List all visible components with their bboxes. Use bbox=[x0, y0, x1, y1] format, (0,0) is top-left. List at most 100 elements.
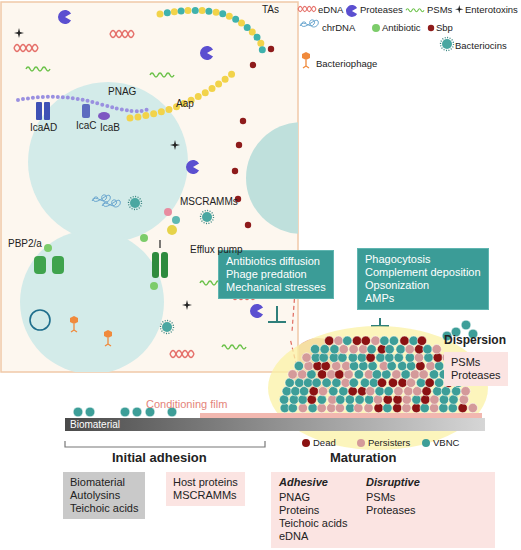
biofilm-cell bbox=[304, 361, 313, 370]
biofilm-cell bbox=[409, 336, 418, 345]
biofilm-cell bbox=[421, 395, 430, 404]
biofilm-cell bbox=[291, 387, 300, 396]
biofilm-cell bbox=[419, 370, 428, 379]
bacteriocin bbox=[129, 197, 142, 210]
biofilm-cell bbox=[420, 403, 429, 412]
biofilm-cell bbox=[374, 403, 383, 412]
biofilm-cell bbox=[298, 403, 307, 412]
biofilm-cell bbox=[389, 336, 398, 345]
legend-label: Bacteriophage bbox=[316, 58, 377, 69]
legend-label: VBNC bbox=[433, 437, 459, 448]
biofilm-cell bbox=[321, 361, 330, 370]
biofilm-cell bbox=[366, 387, 375, 396]
biofilm-cell bbox=[368, 361, 377, 370]
legend-label: Proteases bbox=[360, 4, 403, 15]
biofilm-cell bbox=[366, 353, 375, 362]
enterotoxin bbox=[182, 300, 192, 310]
biofilm-cell bbox=[317, 403, 326, 412]
biofilm-cell bbox=[387, 361, 396, 370]
biofilm-cell bbox=[329, 387, 338, 396]
biofilm-cell bbox=[430, 395, 439, 404]
mscramm bbox=[172, 216, 180, 224]
biofilm-cell bbox=[448, 403, 457, 412]
part-label: PNAG bbox=[108, 86, 136, 98]
biofilm-cell bbox=[325, 336, 334, 345]
legend-icon bbox=[455, 5, 464, 14]
biofilm-cell bbox=[416, 361, 425, 370]
biofilm-cell bbox=[422, 387, 431, 396]
biofilm-cell bbox=[393, 395, 402, 404]
icab-protein bbox=[98, 112, 110, 120]
biofilm-cell bbox=[405, 353, 414, 362]
biofilm-cell bbox=[385, 345, 394, 354]
biofilm-cell bbox=[384, 387, 393, 396]
box-line: Proteases bbox=[451, 369, 501, 382]
biofilm-cell bbox=[365, 395, 374, 404]
box-line: Host proteins bbox=[173, 476, 238, 489]
icaad-protein bbox=[36, 102, 42, 120]
bacteriophage bbox=[104, 330, 112, 346]
stage-bracket bbox=[65, 441, 265, 447]
biofilm-cells bbox=[73, 320, 478, 417]
part-label: IcaB bbox=[100, 122, 120, 134]
biofilm-cell bbox=[354, 370, 363, 379]
legend-icons bbox=[298, 5, 464, 68]
box-line: Teichoic acids bbox=[279, 517, 347, 530]
biofilm-cell bbox=[322, 378, 331, 387]
biofilm-cell bbox=[461, 387, 470, 396]
biofilm-cell bbox=[332, 378, 341, 387]
pbp-protein bbox=[52, 256, 64, 274]
biofilm-cell bbox=[336, 395, 345, 404]
efflux-pump bbox=[161, 252, 168, 278]
box-line: PSMs bbox=[366, 491, 395, 504]
box-heading: Dispersion bbox=[444, 334, 506, 347]
biofilm-cell bbox=[459, 395, 468, 404]
teichoic-acid-chain bbox=[160, 10, 262, 52]
biofilm-cell bbox=[373, 395, 382, 404]
biofilm-cell bbox=[406, 361, 415, 370]
pbp-protein bbox=[34, 256, 46, 274]
biofilm-cell bbox=[308, 403, 317, 412]
biofilm-cell bbox=[406, 378, 415, 387]
biofilm-cell bbox=[361, 336, 370, 345]
text-box: Host proteinsMSCRAMMs bbox=[166, 472, 245, 506]
biofilm-cell bbox=[344, 370, 353, 379]
plasmid bbox=[30, 310, 50, 330]
biofilm-cell bbox=[282, 387, 291, 396]
biofilm-cell bbox=[380, 336, 389, 345]
box-line: AMPs bbox=[365, 292, 481, 305]
biofilm-cell bbox=[312, 378, 321, 387]
enterotoxin bbox=[170, 140, 180, 150]
biofilm-cell bbox=[375, 387, 384, 396]
box-line: Disruptive bbox=[366, 476, 420, 489]
part-label: MSCRAMMs bbox=[180, 196, 238, 208]
sbp-dot bbox=[240, 118, 246, 124]
inhibition-bar bbox=[268, 306, 286, 322]
biofilm-cell bbox=[294, 361, 303, 370]
protease bbox=[186, 160, 199, 174]
biofilm-cell bbox=[330, 345, 339, 354]
legend-icon bbox=[300, 20, 318, 27]
box-line: Opsonization bbox=[365, 279, 481, 292]
bacteriophage bbox=[70, 316, 78, 332]
biofilm-cell bbox=[423, 345, 432, 354]
edna bbox=[110, 31, 134, 38]
part-label: Maturation bbox=[330, 452, 396, 464]
legend-swatch bbox=[422, 439, 430, 447]
biofilm-cell bbox=[371, 336, 380, 345]
biofilm-cell bbox=[345, 395, 354, 404]
legend-icon bbox=[428, 25, 434, 31]
antibiotic bbox=[140, 234, 148, 242]
part-label: TAs bbox=[262, 4, 279, 16]
part-label: Aap bbox=[176, 98, 194, 110]
biofilm-cell bbox=[319, 353, 328, 362]
part-label: PBP2/a bbox=[8, 238, 42, 250]
psm bbox=[222, 345, 246, 349]
part-label: IcaC bbox=[76, 120, 97, 132]
legend-icon bbox=[302, 52, 310, 68]
biofilm-cell bbox=[339, 345, 348, 354]
legend-label: Dead bbox=[313, 437, 336, 448]
biofilm-cell bbox=[298, 370, 307, 379]
biofilm-cell bbox=[402, 403, 411, 412]
biofilm-cell bbox=[343, 336, 352, 345]
